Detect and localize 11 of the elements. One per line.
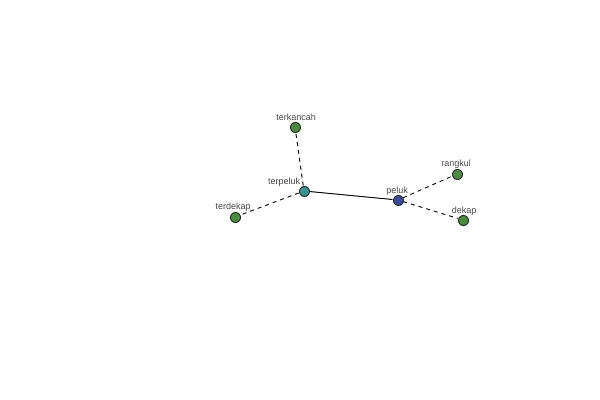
dashed-connector [240,192,300,216]
node-label: rangkul [441,158,471,168]
node-label: terdekap [215,201,251,211]
dashed-connector [402,201,458,219]
node-label: dekap [452,205,476,215]
node-label: terpeluk [268,176,300,186]
node-label: terkancah [276,112,316,122]
dashed-connector [295,132,304,186]
node-label: peluk [386,185,408,195]
connector-line [308,191,394,200]
dashed-connector [402,176,452,198]
